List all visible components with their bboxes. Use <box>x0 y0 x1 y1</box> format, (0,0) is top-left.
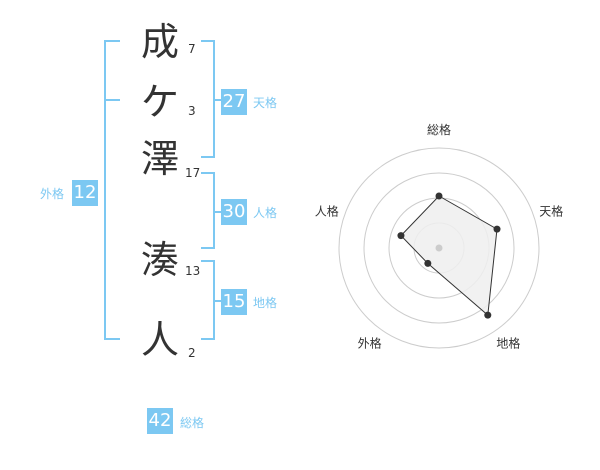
radar-point-2 <box>493 225 501 233</box>
jinkaku-bracket-connector <box>213 211 221 213</box>
gaikaku-label: 外格 <box>40 187 65 201</box>
tenkaku-value-badge: 27 <box>221 89 247 115</box>
chikaku-label: 地格 <box>253 296 278 310</box>
radar-point-5 <box>397 232 405 240</box>
radar-axis-label-3: 地格 <box>496 336 520 351</box>
stroke-count-1: 7 <box>188 42 196 56</box>
stroke-count-3: 17 <box>185 166 201 180</box>
soukaku-label: 総格 <box>180 416 205 430</box>
radar-axis-label-2: 天格 <box>539 204 563 219</box>
name-char-5: 人 <box>140 318 179 362</box>
stroke-count-2: 3 <box>188 104 196 118</box>
soukaku-value-badge: 42 <box>147 408 173 434</box>
chikaku-bracket-connector <box>213 300 221 302</box>
radar-ring-2 <box>363 172 515 324</box>
gaikaku-bracket-vertical <box>104 40 106 340</box>
radar-axis-label-5: 人格 <box>315 204 339 219</box>
tenkaku-bracket-top <box>201 40 215 42</box>
tenkaku-bracket-bottom <box>201 156 215 158</box>
radar-axis-label-1: 総格 <box>427 122 451 137</box>
jinkaku-bracket-top <box>201 172 215 174</box>
radar-point-1 <box>435 192 443 200</box>
chikaku-value-badge: 15 <box>221 289 247 315</box>
gaikaku-bracket-tick <box>104 99 120 101</box>
name-char-2: ケ <box>140 80 179 124</box>
chikaku-bracket-bottom <box>201 338 215 340</box>
radar-axis-label-4: 外格 <box>358 336 382 351</box>
radar-center-dot <box>435 244 443 252</box>
jinkaku-value-badge: 30 <box>221 199 247 225</box>
gaikaku-bracket-top <box>104 40 120 42</box>
chikaku-bracket-top <box>201 260 215 262</box>
gaikaku-value-badge: 12 <box>72 180 98 206</box>
name-char-1: 成 <box>140 20 179 64</box>
name-char-4: 湊 <box>140 238 179 282</box>
name-char-3: 澤 <box>140 137 179 181</box>
jinkaku-label: 人格 <box>253 206 278 220</box>
tenkaku-label: 天格 <box>253 96 278 110</box>
radar-point-3 <box>484 311 492 319</box>
radar-point-4 <box>424 259 432 267</box>
jinkaku-bracket-vertical <box>213 172 215 249</box>
gaikaku-bracket-bottom <box>104 338 120 340</box>
radar-polygon <box>400 195 498 317</box>
radar-ring-1 <box>338 147 540 349</box>
jinkaku-bracket-bottom <box>201 247 215 249</box>
stroke-count-5: 2 <box>188 346 196 360</box>
tenkaku-bracket-connector <box>213 99 221 101</box>
stroke-count-4: 13 <box>185 264 201 278</box>
